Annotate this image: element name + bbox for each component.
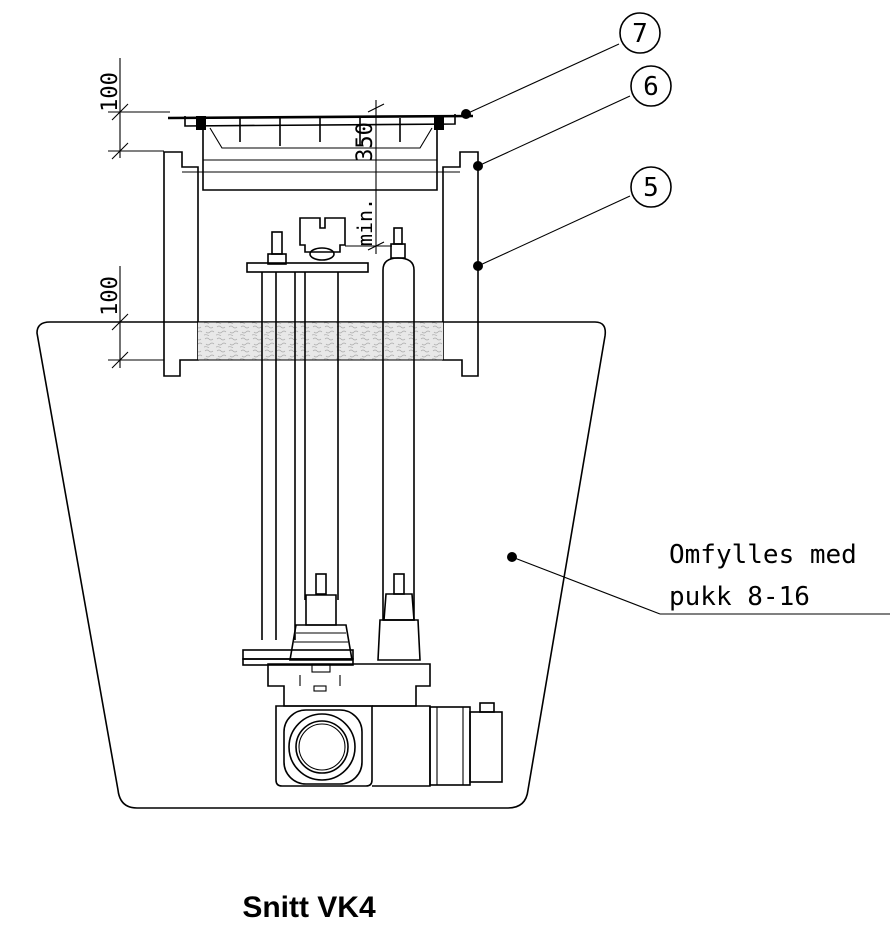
dimension-top-collar-label: 100 xyxy=(98,72,123,112)
concrete-ring-right xyxy=(442,151,479,377)
cover-lid xyxy=(167,114,474,120)
dimension-bottom-collar-label: 100 xyxy=(98,276,123,316)
dimension-frame-min xyxy=(345,100,392,254)
callout-6-label: 6 xyxy=(643,72,659,102)
callout-7-label: 7 xyxy=(632,19,648,49)
dimension-bottom-collar xyxy=(108,266,164,369)
excavation-outline xyxy=(36,321,607,809)
riser-pipe xyxy=(382,257,415,621)
pipe-socket xyxy=(283,709,363,785)
backfill-note-line2: pukk 8-16 xyxy=(669,582,810,612)
valve-body xyxy=(267,663,431,707)
backfill-note-line1: Omfylles med xyxy=(669,540,857,570)
gravel-band xyxy=(198,322,443,360)
concrete-ring-left xyxy=(163,151,199,377)
side-outlet xyxy=(429,706,471,786)
dimension-top-collar xyxy=(108,58,170,160)
callout-5 xyxy=(473,166,672,271)
base-flange xyxy=(242,649,354,660)
callout-6 xyxy=(473,65,672,171)
callout-7 xyxy=(461,12,661,119)
backfill-leader xyxy=(507,552,890,615)
callout-5-label: 5 xyxy=(643,173,659,203)
dimension-frame-min-value: 350 xyxy=(353,122,378,162)
dimension-frame-min-prefix: min. xyxy=(353,198,377,246)
section-title: Snitt VK4 xyxy=(242,891,376,924)
top-plate xyxy=(246,262,369,273)
